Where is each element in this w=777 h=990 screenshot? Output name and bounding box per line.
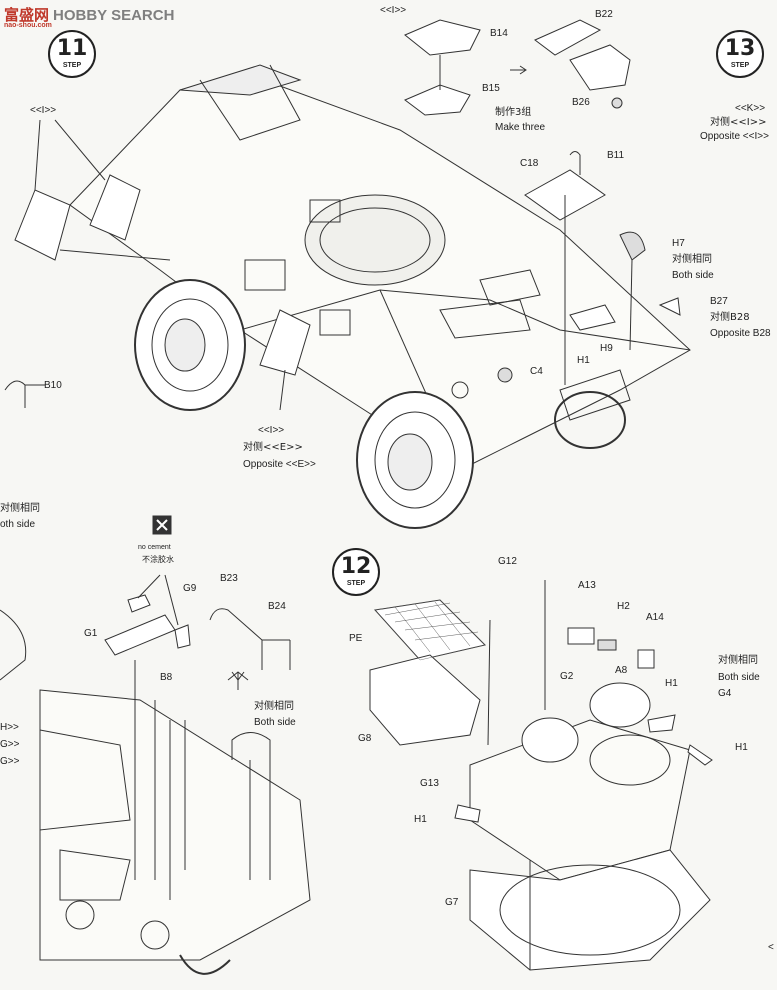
label-i-left: <<I>> [30,105,57,116]
label-both-side-cn-3: 对侧相同 [718,655,758,666]
label-a14: A14 [646,612,664,623]
label-b26: B26 [572,97,590,108]
label-h-edge: H>> [0,722,19,733]
label-b22: B22 [595,9,613,20]
label-b15: B15 [482,83,500,94]
label-g7: G7 [445,897,459,908]
no-cement-icon [137,515,179,626]
label-b24: B24 [268,601,286,612]
watermark-brand: 富盛网 [4,6,50,24]
label-i-mid: <<I>> [258,425,285,436]
label-both-side-en-2: Both side [254,717,296,728]
label-c18: C18 [520,158,539,169]
b14-b15-parts [404,19,681,385]
watermark-site: nao-shou.com [4,22,52,29]
label-g2: G2 [560,671,574,682]
label-make-three-en: Make three [495,122,546,133]
step-12-badge: 12 STEP [332,548,380,596]
label-g13: G13 [420,778,439,789]
b10-part [4,380,45,408]
label-b27: B27 [710,296,728,307]
label-c4: C4 [530,366,543,377]
label-b10: B10 [44,380,62,391]
label-a8: A8 [615,665,628,676]
label-b14: B14 [490,28,508,39]
label-both-side-en-3: Both side [718,672,760,683]
rear-hull-drawing [0,609,311,975]
label-h2: H2 [617,601,630,612]
label-b23: B23 [220,573,238,584]
step-12-number: 12 [340,554,372,579]
label-opposite-e-cn: 对侧<<E>> [243,442,303,453]
label-g-edge-2: G>> [0,756,20,767]
watermark-search: HOBBY SEARCH [53,7,175,24]
step-13-number: 13 [724,36,756,61]
step-11-word: STEP [62,62,82,69]
label-pe: PE [349,633,363,644]
label-make-three-cn: 制作3组 [495,107,532,118]
label-h1-c: H1 [735,742,748,753]
label-g8: G8 [358,733,372,744]
label-b11: B11 [607,150,625,161]
label-h1-a: H1 [577,355,590,366]
label-edge-right: < [768,942,774,953]
pe-mesh [374,599,486,661]
label-no-cement-cn: 不涂胶水 [142,555,174,564]
label-both-side-cn-2: 对侧相同 [254,701,294,712]
step-13-word: STEP [730,62,750,69]
jerrycans [14,119,311,411]
label-k-right: <<K>> [735,103,766,114]
arrow-down-icon [231,671,245,681]
label-g-edge-1: G>> [0,739,20,750]
label-opposite-b28-cn: 对侧B28 [710,312,750,323]
step-11-badge: 11 STEP [48,30,96,78]
label-g4: G4 [718,688,732,699]
label-g1: G1 [84,628,98,639]
vehicle-hull-drawing [69,64,691,471]
step-12-word: STEP [346,580,366,587]
label-h7: H7 [672,238,685,249]
turret-drawing [369,580,713,971]
label-g12: G12 [498,556,517,567]
label-both-side-en-1: Both side [672,270,714,281]
label-both-side-en-left: oth side [0,519,36,530]
wheels [134,279,626,529]
label-both-side-cn-1: 对侧相同 [672,254,712,265]
step-11-number: 11 [56,36,88,61]
label-opposite-b28-en: Opposite B28 [710,328,771,339]
label-h1-d: H1 [414,814,427,825]
label-a13: A13 [578,580,596,591]
label-b8: B8 [160,672,173,683]
label-opposite-i-cn: 对侧<<I>> [710,117,767,128]
label-no-cement-en: no cement [138,544,171,551]
step-13-badge: 13 STEP [716,30,764,78]
label-g9: G9 [183,583,197,594]
label-opposite-e-en: Opposite <<E>> [243,459,316,470]
g-parts [104,594,291,900]
label-h1-b: H1 [665,678,678,689]
label-opposite-i-en: Opposite <<I>> [700,131,769,142]
label-both-side-cn-left: 对侧相同 [0,503,40,514]
label-i-top: <<I>> [380,5,407,16]
label-h9: H9 [600,343,613,354]
